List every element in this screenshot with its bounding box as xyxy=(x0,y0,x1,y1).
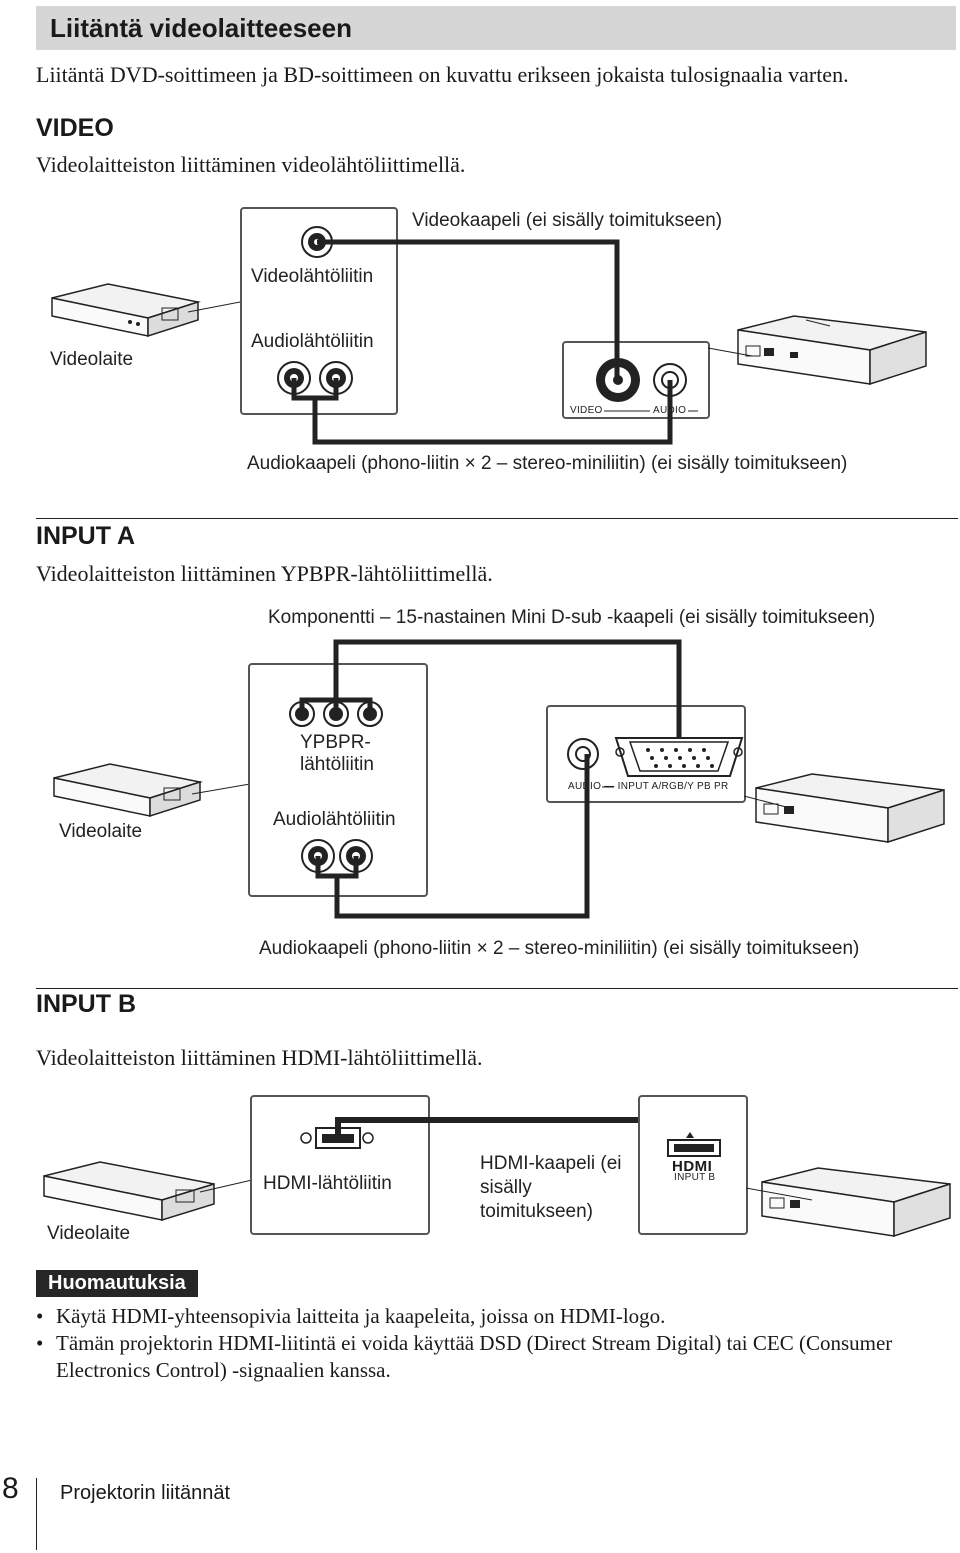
input-a-description: Videolaitteiston liittäminen YPBPR-lähtö… xyxy=(36,561,493,586)
video-diagram xyxy=(51,207,927,445)
input-a-projector-icon xyxy=(755,773,945,844)
notes-badge: Huomautuksia xyxy=(36,1270,198,1297)
bullet-icon: • xyxy=(36,1304,44,1328)
video-audio-cable-label: Audiokaapeli (phono-liitin × 2 – stereo-… xyxy=(247,453,848,474)
ypbpr-label-1: YPBPR- xyxy=(300,732,371,753)
input-a-device-label: Videolaite xyxy=(59,821,143,842)
panel-video-label: VIDEO xyxy=(570,405,603,416)
input-a-audio-cable-label: Audiokaapeli (phono-liitin × 2 – stereo-… xyxy=(259,938,860,959)
video-heading: VIDEO xyxy=(36,114,114,142)
note-text: Tämän projektorin HDMI-liitintä ei voida… xyxy=(56,1331,893,1382)
video-audio-out-label: Audiolähtöliitin xyxy=(251,331,374,352)
video-cable-label: Videokaapeli (ei sisälly toimitukseen) xyxy=(412,210,723,231)
video-device-label: Videolaite xyxy=(50,349,134,370)
input-a-panel-label: AUDIO — INPUT A/RGB/Y PB PR xyxy=(568,781,729,792)
footer-section: Projektorin liitännät xyxy=(60,1482,231,1504)
panel-audio-label: AUDIO xyxy=(653,405,687,416)
hdmi-cable-label: HDMI-kaapeli (ei sisälly toimitukseen) xyxy=(480,1153,622,1222)
projector-icon xyxy=(737,315,927,386)
bullet-icon: • xyxy=(36,1331,44,1355)
d-sub-port-icon xyxy=(614,737,744,777)
page-title: Liitäntä videolaitteeseen xyxy=(50,13,352,43)
hdmi-in-port-icon xyxy=(667,1132,721,1157)
input-a-device-icon xyxy=(53,763,203,818)
title-bar: Liitäntä videolaitteeseen xyxy=(36,6,956,50)
hdmi-out-label: HDMI-lähtöliitin xyxy=(263,1173,392,1194)
video-out-label: Videolähtöliitin xyxy=(251,266,374,287)
input-b-device-icon xyxy=(43,1161,215,1222)
panel-audio-mini-jack-icon xyxy=(567,738,599,770)
ypbpr-label-2: lähtöliitin xyxy=(300,754,374,775)
page-number: 8 xyxy=(2,1472,19,1505)
input-b-device-label: Videolaite xyxy=(47,1223,131,1244)
input-b-description: Videolaitteiston liittäminen HDMI-lähtöl… xyxy=(36,1045,483,1070)
video-device-icon xyxy=(51,283,201,338)
note-item: • Tämän projektorin HDMI-liitintä ei voi… xyxy=(36,1330,936,1384)
footer-divider xyxy=(36,1478,37,1550)
video-description: Videolaitteiston liittäminen videolähtöl… xyxy=(36,152,466,177)
divider xyxy=(36,518,958,519)
intro-text: Liitäntä DVD-soittimeen ja BD-soittimeen… xyxy=(36,62,849,87)
divider xyxy=(36,988,958,989)
note-item: • Käytä HDMI-yhteensopivia laitteita ja … xyxy=(36,1303,936,1330)
notes-list: • Käytä HDMI-yhteensopivia laitteita ja … xyxy=(36,1303,936,1384)
input-b-diagram xyxy=(43,1095,951,1238)
input-a-audio-out-label: Audiolähtöliitin xyxy=(273,809,396,830)
input-a-diagram xyxy=(53,639,945,919)
hdmi-logo: HDMI xyxy=(672,1158,713,1175)
input-a-cable-label: Komponentti – 15-nastainen Mini D-sub -k… xyxy=(268,607,876,628)
input-b-projector-icon xyxy=(761,1167,951,1238)
note-text: Käytä HDMI-yhteensopivia laitteita ja ka… xyxy=(56,1304,666,1328)
input-b-heading: INPUT B xyxy=(36,990,136,1018)
input-a-heading: INPUT A xyxy=(36,522,136,550)
input-b-panel-label: INPUT B xyxy=(674,1172,716,1183)
